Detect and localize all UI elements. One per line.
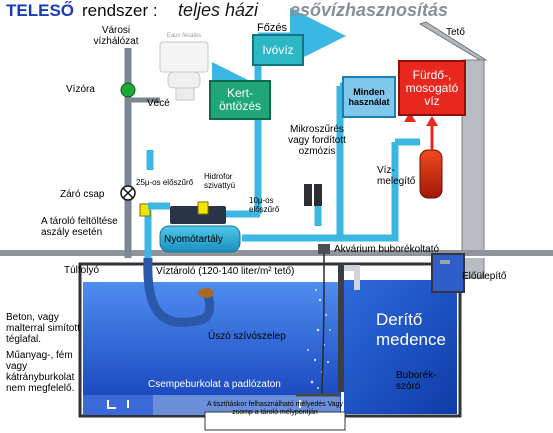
label-pressure-tank: Nyomótartály: [164, 234, 223, 245]
downpipe-wall: [461, 59, 485, 279]
label-heater: Víz-melegítő: [377, 165, 416, 187]
tile-floor: [150, 395, 340, 415]
label-water-meter: Vízóra: [66, 84, 95, 95]
ground-line: [0, 256, 553, 258]
label-cooking: Főzés: [257, 22, 287, 34]
water-meter-icon: [120, 82, 136, 98]
garden-box: Kert-öntözés: [209, 80, 271, 120]
float-valve-body: [198, 288, 214, 298]
settling-water: [344, 280, 457, 414]
label-tile: Csempeburkolat a padlózaton: [148, 379, 281, 390]
label-hydrophore: Hidrofor szivattyú: [204, 172, 236, 190]
label-shutoff: Záró csap: [60, 189, 105, 200]
aquarium-pump: [318, 244, 330, 254]
intake-hose: [143, 257, 215, 327]
label-cistern: Víztároló (120-140 liter/m² tető): [156, 266, 295, 277]
toilet-icon: [159, 41, 209, 101]
filter25-icon: [139, 203, 151, 217]
cistern-divider: [338, 264, 344, 392]
drinking-box: Ivóvíz: [252, 34, 304, 66]
settling-title: Derítő medence: [376, 310, 446, 349]
valve-icon: [120, 185, 136, 201]
label-float-valve: Úszó szívószelep: [208, 331, 286, 342]
label-toilet-sign: Eaux fécales: [166, 33, 202, 39]
title-bar-bg: [0, 0, 553, 22]
label-overflow: Túlfolyó: [64, 265, 100, 276]
prefilter-tank: [431, 253, 465, 293]
filter10-icon: [197, 201, 209, 215]
label-plastic: Műanyag-, fém vagy kátrányburkolat nem m…: [6, 350, 75, 394]
ground-surface: [0, 250, 553, 256]
heater-icon: [419, 149, 443, 199]
roof-slope: [418, 21, 488, 61]
label-city-water: Városi vízhálózat: [93, 25, 139, 47]
title-rain: esővízhasznosítás: [290, 0, 449, 20]
pressure-tank-body: [159, 225, 241, 253]
sump-pit: [204, 411, 346, 431]
label-roof: Tető: [446, 27, 465, 38]
overflow-pipe: [344, 265, 360, 290]
label-bubble: Buborék-szóró: [396, 370, 437, 392]
title-full: teljes házi: [178, 0, 259, 20]
label-sump: A tisztításkor felhasználható mélyedés V…: [206, 401, 344, 416]
label-prefilter: Előülepítő: [462, 271, 507, 282]
micro-filters: [304, 184, 322, 206]
label-prefilter25: 25μ-os előszűrő: [136, 178, 194, 187]
label-micro: Mikroszűrés vagy fordított ozmózis: [288, 124, 346, 157]
label-refill: A tároló feltöltése aszály esetén: [41, 216, 118, 238]
floor-left: [83, 395, 153, 415]
label-concrete: Beton, vagy malterral simított téglafal.: [6, 312, 80, 345]
label-aquarium: Akvárium buborékoltató: [334, 244, 440, 255]
title-system: rendszer :: [82, 1, 158, 20]
title-brand: TELESŐ: [6, 1, 75, 20]
label-prefilter10: 10μ-os előszűrő: [249, 196, 280, 214]
bath-box: Fürdő-, mosogató víz: [398, 60, 466, 116]
hydrophore-pump: [170, 206, 226, 224]
label-toilet: Vécé: [147, 98, 170, 109]
all-use-box: Minden használat: [342, 76, 396, 118]
